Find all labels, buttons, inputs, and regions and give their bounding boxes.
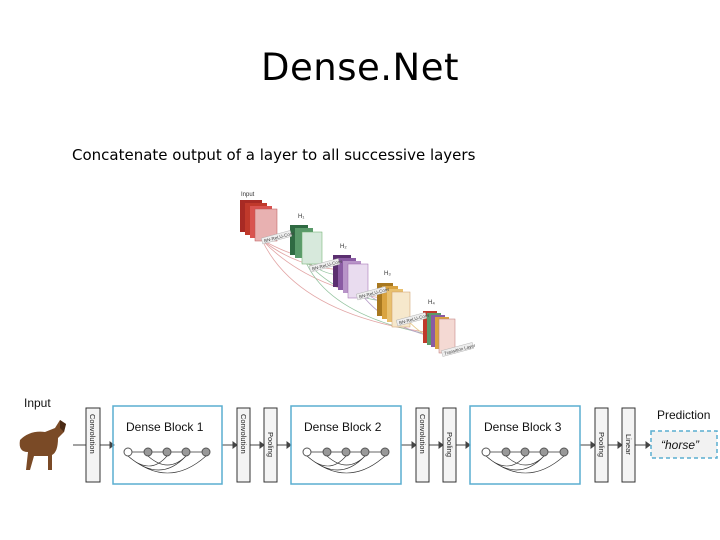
- slide-subtitle: Concatenate output of a layer to all suc…: [72, 146, 476, 164]
- linear-label: Linear: [624, 434, 633, 455]
- conv-label-3: Convolution: [418, 414, 427, 454]
- dense-block-1: Dense Block 1: [112, 405, 223, 485]
- h3-label: H₃: [384, 271, 391, 277]
- input-label: Input: [241, 192, 255, 198]
- h1-label: H₁: [298, 214, 304, 220]
- pooling-label-1: Pooling: [266, 432, 275, 457]
- horse-image: [9, 414, 73, 478]
- h2-label: H₂: [340, 244, 347, 250]
- pooling-label-3: Pooling: [597, 432, 606, 457]
- pooling-label-2: Pooling: [445, 432, 454, 457]
- h4-label: H₄: [428, 300, 435, 306]
- conv-label-2: Convolution: [239, 414, 248, 454]
- dense-block-2-label: Dense Block 2: [304, 420, 382, 434]
- pipeline-input-label: Input: [24, 396, 51, 410]
- densenet-pipeline: Input Convolution: [9, 396, 718, 485]
- head-layers: Pooling Linear: [594, 407, 636, 483]
- prediction-value: “horse”: [661, 438, 700, 452]
- dense-block-3: Dense Block 3: [469, 405, 581, 485]
- dense-block-3-label: Dense Block 3: [484, 420, 562, 434]
- transition-2: Convolution Pooling: [415, 407, 457, 483]
- input-feature-maps: Input: [240, 192, 278, 242]
- transition-1: Convolution Pooling: [236, 407, 278, 483]
- conv-label-1: Convolution: [88, 414, 97, 454]
- layer-h1: H₁: [290, 214, 323, 265]
- layer-h2: H₂: [333, 244, 369, 299]
- dense-block-2: Dense Block 2: [290, 405, 402, 485]
- prediction-box: [650, 430, 718, 459]
- conv-layer-1: Convolution: [85, 407, 101, 483]
- prediction-label: Prediction: [657, 408, 710, 422]
- layer-h4: H₄: [423, 300, 456, 354]
- slide-title: Dense.Net: [261, 46, 459, 89]
- dense-block-1-label: Dense Block 1: [126, 420, 204, 434]
